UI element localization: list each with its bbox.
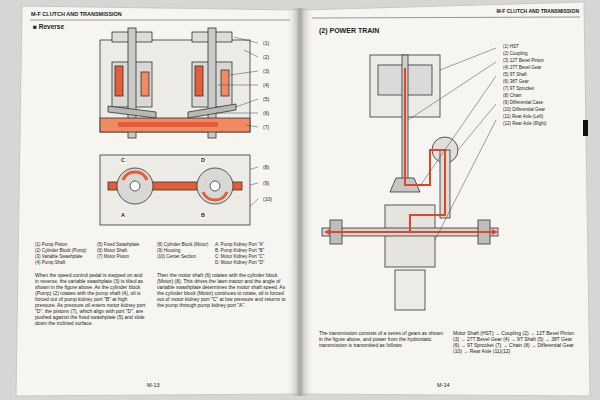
legend-item: (4) Pump Shaft <box>34 260 94 265</box>
callout-number: (5) <box>262 96 270 102</box>
legend-item: (3) 12T Bevel Pinion <box>502 58 580 63</box>
body-paragraph: The transmission consists of a series of… <box>318 330 444 348</box>
right-page <box>302 2 590 396</box>
page-header: M-F CLUTCH AND TRANSMISSION <box>440 8 580 14</box>
page-number: M-14 <box>436 382 451 389</box>
page-number: M-13 <box>146 382 161 389</box>
legend-item: B: Pump Kidney Port "B" <box>214 248 290 253</box>
legend-item: (1) HST <box>502 44 580 49</box>
legend-item: (5) Fixed Swashplate <box>96 242 154 247</box>
thumb-tab <box>583 120 588 136</box>
legend-item: (2) Cylinder Block (Pump) <box>34 248 94 253</box>
callout-number: (8) <box>262 164 270 170</box>
port-label: A <box>120 212 126 219</box>
legend-item: C: Motor Kidney Port "C" <box>214 254 290 259</box>
port-label: C <box>120 157 126 164</box>
legend-item: (9) Housing <box>156 248 212 253</box>
callout-number: (9) <box>262 180 270 186</box>
callout-number: (7) <box>262 124 270 130</box>
legend-item: (9) Differential Case <box>502 100 580 105</box>
legend-item: (11) Rear Axle (Left) <box>502 114 580 119</box>
body-paragraph: When the speed control pedal is stepped … <box>34 272 148 326</box>
legend-item: (10) Differential Gear <box>502 107 580 112</box>
legend-item: (6) Motor Shaft <box>96 248 154 253</box>
legend-item: (7) Motor Piston <box>96 254 154 259</box>
leader-lines <box>408 48 496 240</box>
header-rule <box>30 20 290 21</box>
callout-number: (2) <box>262 54 270 60</box>
legend-item: (4) 27T Bevel Gear <box>502 65 580 70</box>
callout-number: (1) <box>262 40 270 46</box>
legend-item: (8) Chain <box>502 93 580 98</box>
body-paragraph: Then the motor shaft (6) rotates with th… <box>156 272 288 308</box>
header-rule <box>312 17 580 18</box>
callout-number: (3) <box>262 68 270 74</box>
legend-item: (3) Variable Swashplate <box>34 254 94 259</box>
page-header: M-F CLUTCH AND TRANSMISSION <box>30 11 210 18</box>
callout-number: (4) <box>262 82 270 88</box>
flow-text: Motor Shaft (HST) → Coupling (2) → 12T B… <box>452 330 580 354</box>
legend-item: (10) Center Section <box>156 254 212 259</box>
legend-item: (2) Coupling <box>502 51 580 56</box>
callout-number: (10) <box>262 196 273 202</box>
section-heading: ■ Reverse <box>32 23 112 31</box>
legend-item: (6) 38T Gear <box>502 79 580 84</box>
pump-motor-section <box>100 28 250 138</box>
legend-item: (8) Cylinder Block (Motor) <box>156 242 212 247</box>
port-label: D <box>200 157 206 164</box>
left-page <box>16 6 298 396</box>
legend-item: (1) Pump Piston <box>34 242 94 247</box>
section-heading: (2) POWER TRAIN <box>318 27 438 35</box>
port-label: B <box>200 212 206 219</box>
page-gutter <box>286 8 314 396</box>
legend-item: (7) 9T Sprocket <box>502 86 580 91</box>
legend-item: A: Pump Kidney Port "A" <box>214 242 290 247</box>
legend-item: (12) Rear Axle (Right) <box>502 121 580 126</box>
power-train-section <box>322 55 498 310</box>
legend-item: D: Motor Kidney Port "D" <box>214 260 290 265</box>
legend-item: (5) 9T Shaft <box>502 72 580 77</box>
callout-number: (6) <box>262 110 270 116</box>
center-section-view <box>100 155 250 225</box>
